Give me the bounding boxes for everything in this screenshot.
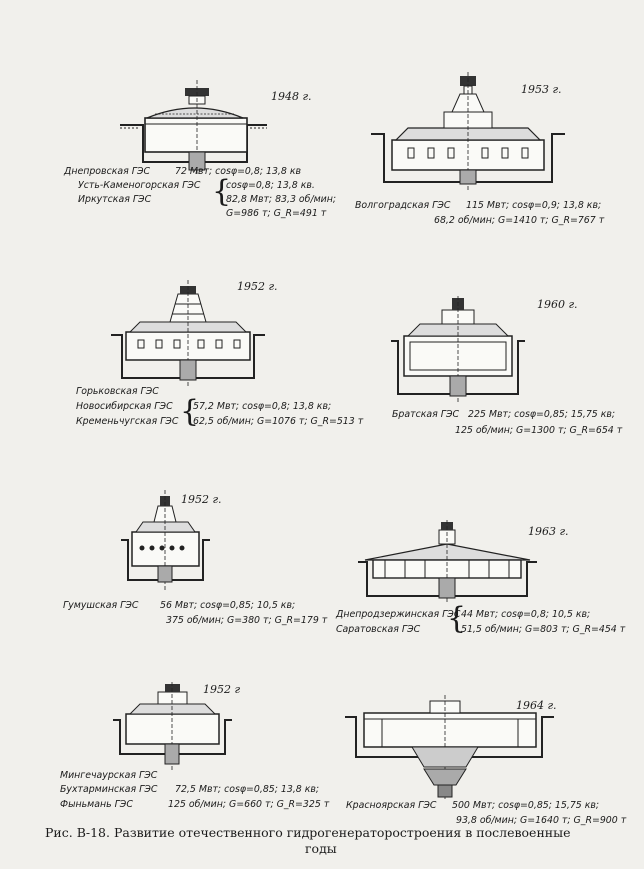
year-label: 1953 г. xyxy=(521,83,562,96)
year-label: 1948 г. xyxy=(271,90,312,103)
plant-label: Волгоградская ГЭС xyxy=(355,200,451,211)
plant-label: Саратовская ГЭС xyxy=(336,624,421,635)
spec-label: 62,5 об/мин; G=1076 т; G_R=513 т xyxy=(193,416,364,427)
spec-label: 225 Мвт; cosφ=0,85; 15,75 кв; xyxy=(468,409,616,420)
plant-label: Усть-Каменогорская ГЭС xyxy=(78,180,201,191)
spec-label: 68,2 об/мин; G=1410 т; G_R=767 т xyxy=(434,215,605,226)
generator-drawing-1953 xyxy=(371,72,565,190)
spec-label: cosφ=0,8; 13,8 кв. xyxy=(226,180,315,191)
generator-drawing-1952-a xyxy=(111,280,265,388)
generator-drawing-1952-b xyxy=(121,490,210,590)
spec-label: 125 об/мин; G=1300 т; G_R=654 т xyxy=(455,425,623,436)
plant-label: Красноярская ГЭС xyxy=(346,800,437,811)
spec-label: 51,5 об/мин; G=803 т; G_R=454 т xyxy=(461,624,626,635)
spec-label: 93,8 об/мин; G=1640 т; G_R=900 т xyxy=(456,815,627,826)
year-label: 1952 г. xyxy=(237,280,278,293)
spec-label: 500 Мвт; cosφ=0,85; 15,75 кв; xyxy=(452,800,600,811)
plant-label: Кременьчугская ГЭС xyxy=(76,416,179,427)
plant-label: Днепровская ГЭС xyxy=(64,166,151,177)
caption-text: Развитие отечественного гидрогенераторос… xyxy=(113,825,571,840)
brace: { xyxy=(447,601,467,636)
generator-drawing-1964 xyxy=(345,695,554,799)
spec-label: 82,8 Мвт; 83,3 об/мин; xyxy=(226,194,337,205)
plant-label: Мингечаурская ГЭС xyxy=(60,770,158,781)
year-label: 1960 г. xyxy=(537,298,578,311)
spec-label: 56 Мвт; cosφ=0,85; 10,5 кв; xyxy=(160,600,296,611)
brace: { xyxy=(212,174,232,209)
plant-label: Братская ГЭС xyxy=(392,409,460,420)
spec-label: 125 об/мин; G=660 т; G_R=325 т xyxy=(168,799,330,810)
year-label: 1964 г. xyxy=(516,699,557,712)
plant-label: Горьковская ГЭС xyxy=(76,386,159,397)
plant-label: Гумушская ГЭС xyxy=(63,600,139,611)
spec-label: 57,2 Мвт; cosφ=0,8; 13,8 кв; xyxy=(193,401,332,412)
year-label: 1952 г. xyxy=(181,493,222,506)
spec-label: 115 Мвт; cosφ=0,9; 13,8 кв; xyxy=(466,200,602,211)
generator-drawing-1948 xyxy=(120,80,267,175)
year-label: 1963 г. xyxy=(528,525,569,538)
plant-label: Иркутская ГЭС xyxy=(78,194,152,205)
plant-label: Новосибирская ГЭС xyxy=(76,401,173,412)
year-label: 1952 г xyxy=(203,683,241,696)
spec-label: 44 Мвт; cosφ=0,8; 10,5 кв; xyxy=(461,609,591,620)
generator-drawing-1963 xyxy=(358,520,537,604)
spec-label: G=986 т; G_R=491 т xyxy=(226,208,327,219)
generator-drawing-1960 xyxy=(391,296,525,404)
caption-text-line2: годы xyxy=(305,841,337,856)
spec-label: 72,5 Мвт; cosφ=0,85; 13,8 кв; xyxy=(175,784,320,795)
plant-label: Фыньмань ГЭС xyxy=(60,799,133,810)
generator-drawing-1952-c xyxy=(113,682,232,772)
brace: { xyxy=(180,394,200,429)
caption-number: Рис. В-18. xyxy=(45,825,110,840)
plant-label: Днепродзержинская ГЭС xyxy=(336,609,461,620)
spec-label: 72 Мвт; cosφ=0,8; 13,8 кв xyxy=(175,166,302,177)
plant-label: Бухтарминская ГЭС xyxy=(60,784,158,795)
figure-caption: Рис. В-18. Развитие отечественного гидро… xyxy=(45,825,625,857)
spec-label: 375 об/мин; G=380 т; G_R=179 т xyxy=(166,615,328,626)
